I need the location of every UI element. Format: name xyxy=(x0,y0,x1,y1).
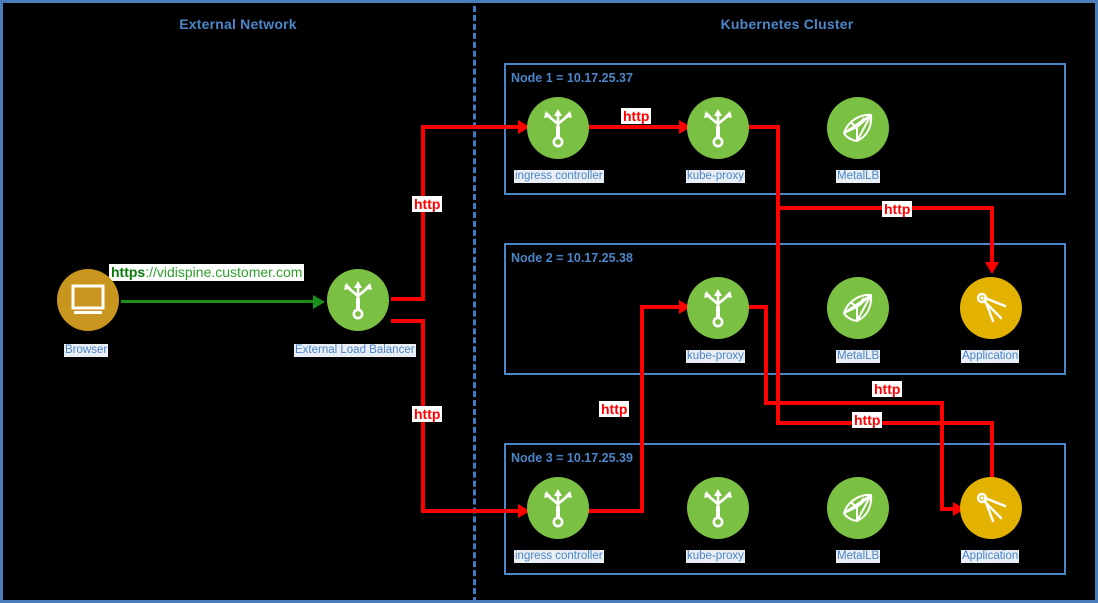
router-fork-icon xyxy=(544,109,572,148)
http-label-node3-to-node2: http xyxy=(599,401,630,417)
node-box-1 xyxy=(504,63,1066,195)
flow-browser-to-lb xyxy=(121,300,319,303)
node1-ingress-controller-label: ingress controller xyxy=(514,170,604,183)
node1-ingress-controller[interactable] xyxy=(527,97,589,159)
flow-into-node3-application xyxy=(940,507,960,511)
flow-into-node3-ingress xyxy=(421,509,521,513)
node2-application[interactable] xyxy=(960,277,1022,339)
mesh-net-icon xyxy=(843,113,873,142)
external-load-balancer-label: External Load Balancer xyxy=(294,344,416,357)
flow-to-node3-application-left xyxy=(764,401,944,405)
flow-down-node3-application xyxy=(990,421,994,481)
node-label-2: Node 2 = 10.17.25.38 xyxy=(511,251,633,265)
zone-title-kubernetes-cluster: Kubernetes Cluster xyxy=(720,16,854,32)
mesh-net-icon xyxy=(843,293,873,322)
node1-metallb-label: MetalLB xyxy=(836,170,881,183)
http-label-node3-app-in: http xyxy=(852,412,883,428)
http-label-node2-out: http xyxy=(872,381,903,397)
flow-up-to-node1 xyxy=(421,125,425,299)
flow-down-node3-app-left xyxy=(940,401,944,509)
http-label-node1-internal: http xyxy=(621,108,652,124)
flow-spine-node1-down xyxy=(776,125,780,425)
mesh-net-icon xyxy=(843,493,873,522)
flow-lb-out-bottom xyxy=(391,319,425,323)
flow-up-to-node2-kubeproxy xyxy=(640,305,644,513)
node3-kube-proxy-label: kube-proxy xyxy=(686,550,745,563)
node3-metallb-label: MetalLB xyxy=(836,550,881,563)
node-label-3: Node 3 = 10.17.25.39 xyxy=(511,451,633,465)
node3-application[interactable] xyxy=(960,477,1022,539)
arrowhead-node2-application xyxy=(985,262,999,274)
router-fork-icon xyxy=(704,289,732,328)
node3-metallb[interactable] xyxy=(827,477,889,539)
network-boundary-divider xyxy=(473,6,476,600)
router-fork-icon xyxy=(704,109,732,148)
node2-kube-proxy-label: kube-proxy xyxy=(686,350,745,363)
http-label-node1-to-node2-app: http xyxy=(882,201,913,217)
browser-label: Browser xyxy=(64,344,109,357)
node2-application-label: Application xyxy=(961,350,1020,363)
flow-into-node2-kubeproxy xyxy=(640,305,682,309)
compass-divider-icon xyxy=(976,292,1007,323)
flow-into-node1-ingress xyxy=(421,125,521,129)
router-fork-icon xyxy=(704,489,732,528)
https-url-label: https://vidispine.customer.com xyxy=(109,264,305,281)
node3-ingress-controller-label: ingress controller xyxy=(514,550,604,563)
http-label-lb-top: http xyxy=(412,196,443,212)
monitor-icon xyxy=(71,284,105,314)
node1-metallb[interactable] xyxy=(827,97,889,159)
node2-metallb-label: MetalLB xyxy=(836,350,881,363)
flow-node1-ingress-to-kubeproxy xyxy=(588,125,682,129)
node2-metallb[interactable] xyxy=(827,277,889,339)
node1-kube-proxy[interactable] xyxy=(687,97,749,159)
node2-kube-proxy[interactable] xyxy=(687,277,749,339)
url-rest: ://vidispine.customer.com xyxy=(145,264,303,280)
node1-kube-proxy-label: kube-proxy xyxy=(686,170,745,183)
flow-node2-kubeproxy-out xyxy=(747,305,768,309)
node3-kube-proxy[interactable] xyxy=(687,477,749,539)
flow-down-node2-application xyxy=(990,206,994,265)
compass-divider-icon xyxy=(976,492,1007,523)
router-fork-icon xyxy=(344,281,372,320)
http-label-lb-bottom: http xyxy=(412,406,443,422)
node-box-2 xyxy=(504,243,1066,375)
node-label-1: Node 1 = 10.17.25.37 xyxy=(511,71,633,85)
node3-application-label: Application xyxy=(961,550,1020,563)
browser-node[interactable] xyxy=(57,269,119,331)
url-scheme: https xyxy=(111,264,146,280)
flow-node3-ingress-out xyxy=(588,509,644,513)
arrowhead-load-balancer xyxy=(313,295,325,309)
node3-ingress-controller[interactable] xyxy=(527,477,589,539)
flow-lb-out-top xyxy=(391,297,425,301)
external-load-balancer-node[interactable] xyxy=(327,269,389,331)
zone-title-external-network: External Network xyxy=(179,16,297,32)
flow-node1-kubeproxy-out xyxy=(747,125,780,129)
flow-down-node2-branch xyxy=(764,305,768,405)
flow-to-node3-application-top xyxy=(776,421,994,425)
router-fork-icon xyxy=(544,489,572,528)
